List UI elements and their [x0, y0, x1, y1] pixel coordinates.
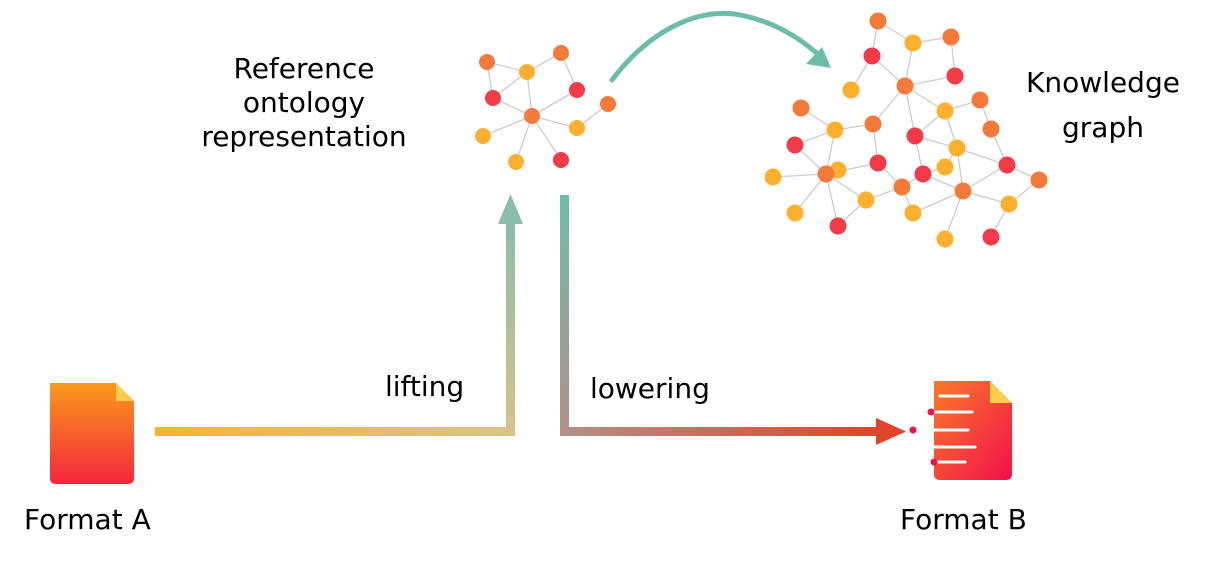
- reference-ontology-label: Reference ontology representation: [190, 52, 418, 154]
- ref-node: [553, 45, 569, 61]
- format-b-label: Format B: [900, 503, 1027, 536]
- kg-edge: [912, 190, 964, 214]
- reference-label-line-2: ontology: [242, 86, 366, 119]
- kg-node: [842, 81, 860, 99]
- kg-node: [982, 120, 1000, 138]
- kg-node: [1000, 195, 1018, 213]
- kg-edge: [944, 190, 964, 240]
- kg-node: [857, 191, 875, 209]
- lifting-arrow: [155, 194, 523, 436]
- kg-node: [914, 165, 932, 183]
- ref-edge: [531, 115, 562, 161]
- kg-node: [948, 139, 966, 157]
- kg-node: [826, 121, 844, 139]
- ref-node: [553, 152, 569, 168]
- reference-ontology-graph: [475, 45, 616, 170]
- knowledge-label-line-2: graph: [1062, 111, 1144, 144]
- knowledge-graph-label: Knowledge graph: [1012, 60, 1194, 150]
- kg-node: [896, 77, 914, 95]
- ref-edge: [515, 115, 533, 163]
- ref-node: [600, 96, 616, 112]
- reference-label-line-3: representation: [201, 120, 407, 153]
- ref-node: [475, 128, 491, 144]
- kg-edge: [962, 164, 1008, 192]
- ref-node: [508, 154, 524, 170]
- reference-label-line-1: Reference: [233, 52, 375, 85]
- kg-node: [904, 34, 922, 52]
- ref-edge: [482, 115, 533, 137]
- ref-edge: [531, 89, 578, 117]
- kg-node: [954, 182, 972, 200]
- kg-node: [764, 168, 782, 186]
- ref-node: [519, 64, 535, 80]
- kg-node: [936, 158, 954, 176]
- kg-node: [864, 115, 882, 133]
- kg-node: [893, 178, 911, 196]
- kg-node: [869, 12, 887, 30]
- lifting-label: lifting: [385, 370, 465, 403]
- kg-node: [906, 127, 924, 145]
- ref-node: [569, 120, 585, 136]
- kg-node: [786, 136, 804, 154]
- ref-node: [479, 54, 495, 70]
- kg-node: [982, 228, 1000, 246]
- kg-node: [946, 67, 964, 85]
- kg-node: [792, 99, 810, 117]
- kg-node: [869, 154, 887, 172]
- lowering-arrow: [560, 195, 906, 445]
- document-speed-icon: [909, 381, 1012, 480]
- kg-node: [1030, 171, 1048, 189]
- kg-node: [971, 91, 989, 109]
- document-icon: [50, 383, 134, 484]
- kg-node: [829, 217, 847, 235]
- kg-node: [817, 165, 835, 183]
- ontology-to-graph-arrow: [609, 10, 831, 83]
- knowledge-label-line-1: Knowledge: [1026, 66, 1180, 99]
- ref-node: [569, 82, 585, 98]
- kg-node: [904, 204, 922, 222]
- kg-node: [936, 230, 954, 248]
- kg-node: [936, 102, 954, 120]
- ref-node: [524, 108, 540, 124]
- kg-node: [786, 204, 804, 222]
- kg-edge: [825, 173, 839, 227]
- ref-node: [485, 90, 501, 106]
- kg-node: [998, 156, 1016, 174]
- lowering-label: lowering: [590, 372, 710, 405]
- kg-edge: [772, 173, 827, 178]
- format-a-label: Format A: [24, 503, 151, 536]
- kg-node: [863, 47, 881, 65]
- knowledge-graph: [764, 12, 1048, 248]
- kg-edge: [956, 147, 1008, 166]
- kg-node: [942, 28, 960, 46]
